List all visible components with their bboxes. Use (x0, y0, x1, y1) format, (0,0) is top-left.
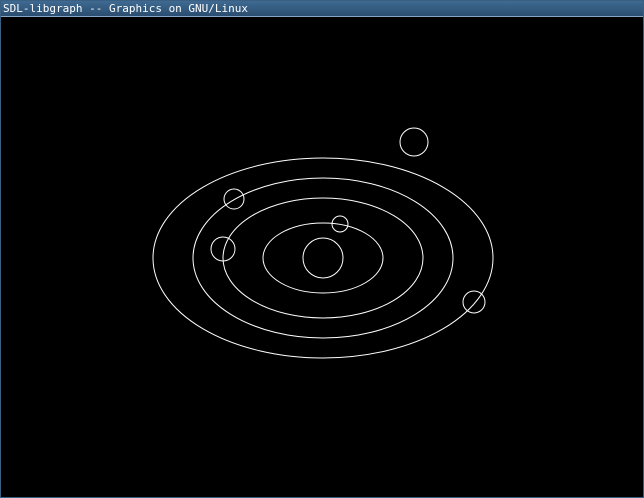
planet-outer-circle (462, 290, 486, 314)
planet-second-circle (210, 236, 236, 262)
orbit-outer (152, 157, 494, 359)
window-title: SDL-libgraph -- Graphics on GNU/Linux (3, 2, 249, 15)
orbit-third (192, 177, 454, 339)
orbit-inner (262, 222, 384, 294)
orbit-second (222, 197, 424, 319)
moon-circle (399, 127, 429, 157)
planet-third-circle (223, 188, 245, 210)
solar-system-drawing (152, 127, 494, 359)
title-bar[interactable]: SDL-libgraph -- Graphics on GNU/Linux (1, 1, 643, 17)
graphics-canvas (1, 17, 643, 497)
sun-circle (302, 237, 344, 279)
planet-inner-circle (331, 215, 349, 233)
